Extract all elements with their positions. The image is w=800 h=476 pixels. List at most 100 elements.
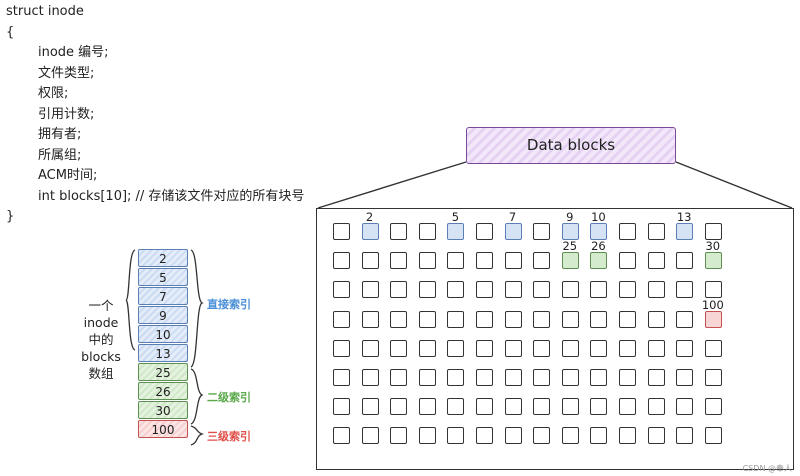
data-block: [390, 281, 408, 299]
data-block-number: 100: [701, 297, 724, 312]
code-line: }: [6, 209, 15, 224]
code-line: 引用计数;: [38, 106, 95, 122]
data-block: [533, 281, 551, 299]
data-block: [676, 310, 694, 328]
data-block: [647, 369, 665, 386]
data-block-number: 26: [591, 239, 606, 254]
data-block: [390, 339, 408, 357]
data-block: [447, 369, 465, 386]
data-block: [533, 369, 551, 386]
data-blocks-title: Data blocks: [466, 127, 676, 164]
data-block: [504, 427, 522, 445]
data-block: [647, 281, 665, 299]
inode-block-cell: 26: [138, 382, 188, 400]
category-second-label: 二级索引: [207, 391, 251, 404]
data-block: [619, 223, 636, 240]
data-block: [390, 252, 408, 270]
data-block-number: 5: [451, 210, 460, 224]
data-block: [504, 281, 522, 299]
data-block: [333, 369, 350, 386]
inode-struct-code: struct inode{inode 编号;文件类型;权限;引用计数;拥有者;所…: [6, 2, 304, 228]
code-line: 文件类型;: [38, 65, 95, 81]
data-block-highlighted: [704, 310, 722, 328]
data-block: [447, 398, 465, 416]
data-block: [447, 281, 465, 299]
data-block-highlighted: [361, 223, 379, 240]
data-block: [647, 223, 665, 240]
code-line: struct inode: [6, 4, 84, 19]
data-block: [361, 281, 379, 299]
data-block-number: 9: [566, 210, 574, 224]
data-block: [647, 339, 665, 357]
data-block: [361, 339, 379, 357]
right-brace-third: [190, 425, 205, 446]
data-block: [619, 252, 636, 270]
data-block: [533, 339, 551, 357]
data-block: [561, 281, 579, 299]
data-block: [476, 339, 493, 357]
inode-block-cell: 10: [138, 325, 188, 343]
inode-block-cell: 5: [138, 268, 188, 286]
inode-block-cell: 30: [138, 401, 188, 419]
data-block: [561, 310, 579, 328]
data-block: [590, 427, 608, 445]
data-block-highlighted: [590, 223, 608, 240]
data-block: [619, 398, 636, 416]
data-block: [418, 398, 436, 416]
data-block: [676, 281, 694, 299]
data-block: [619, 281, 636, 299]
right-brace-direct: [190, 249, 204, 368]
inode-array-label-line: blocks: [81, 349, 121, 364]
data-block: [390, 398, 408, 416]
data-block: [447, 427, 465, 445]
right-brace-second: [190, 368, 204, 425]
data-block: [704, 339, 722, 357]
data-block: [704, 223, 722, 240]
data-block: [704, 281, 722, 299]
inode-array-label-line: inode: [83, 315, 119, 330]
data-block: [390, 369, 408, 386]
inode-array-label-line: 中的: [88, 332, 114, 347]
data-block: [361, 252, 379, 270]
data-block: [504, 398, 522, 416]
data-block-highlighted: [561, 252, 579, 270]
category-third-label: 三级索引: [207, 430, 251, 443]
code-line: {: [6, 24, 15, 40]
data-block: [533, 223, 551, 240]
data-block: [361, 427, 379, 445]
data-block-number: 13: [676, 210, 692, 224]
data-block: [333, 427, 350, 445]
code-line: 所属组;: [38, 147, 82, 163]
data-block: [647, 398, 665, 416]
code-line: 权限;: [38, 86, 69, 101]
data-block: [561, 398, 579, 416]
data-block: [390, 427, 408, 445]
data-block-highlighted: [676, 223, 694, 240]
data-block: [504, 310, 522, 328]
data-block: [361, 310, 379, 328]
data-block: [590, 310, 608, 328]
code-line: 拥有者;: [38, 127, 82, 142]
data-block: [390, 223, 408, 240]
data-block: [533, 310, 551, 328]
inode-block-cell: 7: [138, 287, 188, 305]
data-block: [447, 339, 465, 357]
inode-block-cell: 13: [138, 344, 188, 362]
data-block: [390, 310, 408, 328]
data-block: [619, 339, 636, 357]
data-block: [676, 252, 694, 270]
data-block-number: 2: [365, 210, 374, 224]
data-block: [447, 310, 465, 328]
data-block: [561, 369, 579, 386]
data-block: [447, 252, 465, 270]
category-direct-label: 直接索引: [207, 298, 251, 311]
inode-block-cell: 2: [138, 249, 188, 267]
data-block: [676, 369, 694, 386]
data-block-number: 10: [591, 210, 606, 224]
data-block: [676, 339, 694, 357]
data-block: [504, 369, 522, 386]
data-block: [676, 398, 694, 416]
left-brace: [125, 249, 136, 351]
